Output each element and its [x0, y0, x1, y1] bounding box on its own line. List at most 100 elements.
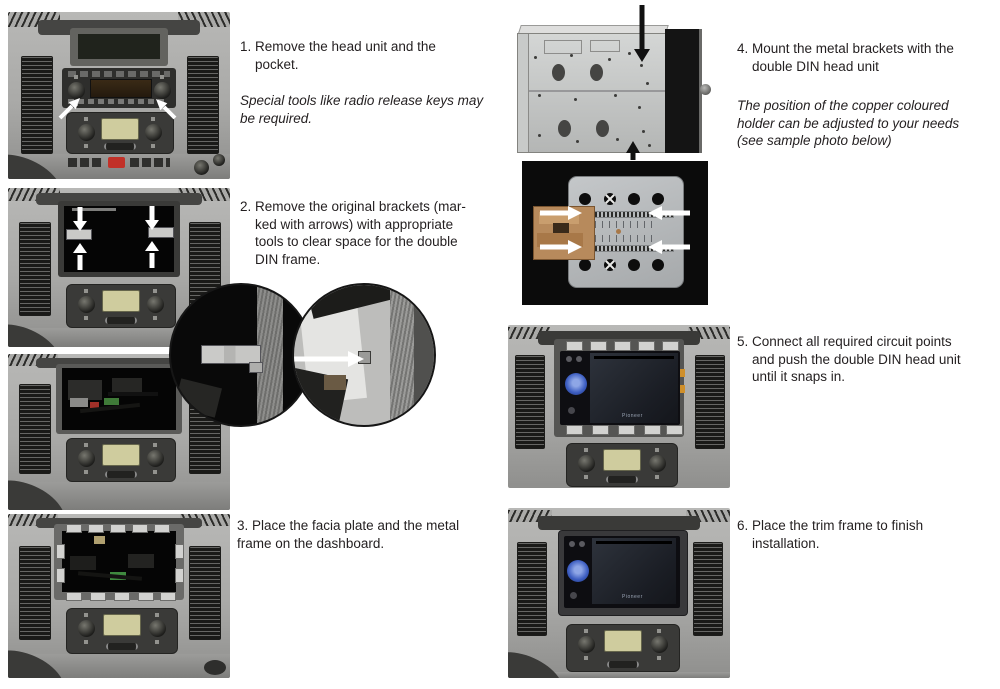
pocket-window	[78, 34, 160, 59]
air-vent	[21, 56, 53, 154]
red-cable	[90, 402, 99, 408]
climate-lcd	[603, 449, 641, 471]
climate-knob	[651, 629, 668, 660]
metal-frame-tab	[618, 425, 635, 435]
climate-lcd	[604, 630, 642, 652]
head-unit-chassis	[517, 33, 667, 153]
step-5-line: until it snaps in.	[752, 369, 846, 384]
screw-slot	[596, 120, 609, 137]
photo-step5-unit-in-frame: Pioneer	[508, 325, 730, 488]
ruler-ticks	[588, 235, 658, 242]
touchscreen	[590, 353, 678, 423]
metal-frame-tab	[666, 425, 683, 435]
step-4-line: double DIN head unit	[752, 58, 879, 74]
photo-step3-cavity	[8, 354, 230, 510]
climate-control-panel	[66, 112, 174, 154]
step-5-text: 5. Connect all required circuit points a…	[737, 333, 961, 386]
step-2-line: DIN frame.	[255, 251, 321, 267]
unit-button	[566, 356, 572, 362]
air-vent	[19, 546, 51, 640]
cable	[108, 392, 158, 396]
original-bracket-right	[148, 227, 174, 238]
dash-knob	[213, 154, 225, 166]
ruler-ticks	[588, 221, 658, 228]
climate-button-strip	[607, 661, 639, 668]
step-2-line: tools to clear space for the double	[255, 234, 458, 249]
inset-circle-clip-seat	[292, 283, 436, 427]
photo-step6-finished: Pioneer	[508, 508, 730, 678]
orange-marker	[680, 385, 685, 393]
metal-frame-tab	[114, 592, 130, 601]
cavity-edge	[72, 208, 116, 211]
note-line: The position of the copper coloured	[737, 98, 949, 113]
climate-control-panel	[66, 438, 176, 482]
screen-brand-label: Pioneer	[622, 594, 643, 600]
air-vent	[693, 542, 723, 636]
step-6-text: 6. Place the trim frame to finish instal…	[737, 517, 923, 552]
volume-knob	[700, 84, 711, 95]
metal-frame-tab	[614, 341, 631, 351]
step-2-line: ked with arrows) with appropriate	[255, 216, 454, 232]
dash-knob	[194, 160, 209, 175]
metal-frame-tab	[638, 341, 655, 351]
white-arrow-right-icon	[540, 206, 582, 220]
metal-frame-tab	[592, 425, 609, 435]
switch-row	[130, 158, 170, 167]
metal-frame-tab	[90, 592, 106, 601]
screw-hole	[579, 193, 591, 205]
climate-control-panel	[566, 624, 680, 672]
arrow-overlay	[540, 206, 690, 254]
photo-facia-frame	[8, 514, 230, 678]
dash-edge-shadow	[414, 285, 434, 425]
metal-frame-tab	[662, 341, 679, 351]
embossed-panel	[590, 40, 620, 52]
climate-knob	[578, 448, 595, 479]
screw-hole	[628, 193, 640, 205]
embossed-panel	[544, 40, 582, 54]
air-vent	[187, 56, 219, 154]
metal-frame-tab	[66, 524, 82, 533]
photo-head-unit	[505, 5, 730, 160]
climate-knob	[78, 289, 95, 320]
climate-knob	[147, 443, 164, 474]
climate-control-panel	[66, 608, 178, 654]
screw-hole-x	[604, 259, 616, 271]
screw-slot	[552, 64, 565, 81]
step-1-line: 1. Remove the head unit and the	[240, 39, 436, 54]
photo-step1-dashboard	[8, 12, 230, 179]
metal-frame-tab	[154, 524, 170, 533]
radio-button-row	[68, 71, 170, 77]
inset-circle-bracket	[169, 283, 313, 427]
cavity-interior-panel	[68, 380, 102, 400]
metal-frame-tab	[175, 568, 184, 583]
white-arrow-up-icon	[145, 241, 159, 268]
step-5-line: 5. Connect all required circuit points	[737, 334, 952, 349]
black-arrow-down-icon	[634, 5, 650, 62]
metal-frame-tab	[56, 568, 65, 583]
disc-slot	[596, 541, 672, 544]
white-arrow-left-icon	[648, 206, 690, 220]
climate-knob	[145, 117, 162, 148]
climate-knob	[578, 629, 595, 660]
climate-lcd	[102, 444, 140, 466]
dash-top-edge	[538, 516, 700, 530]
metal-frame-tab	[138, 592, 154, 601]
metal-frame-tab	[644, 425, 661, 435]
unit-button	[570, 592, 577, 599]
screw-slot	[558, 120, 571, 137]
climate-button-strip	[105, 471, 137, 478]
arrow-overlay	[626, 5, 650, 160]
side-flange	[518, 34, 529, 152]
metal-frame-tab	[590, 341, 607, 351]
metal-frame-tab	[175, 544, 184, 559]
wiring-connector	[70, 398, 88, 407]
climate-lcd	[102, 290, 140, 312]
step-1-note: Special tools like radio release keys ma…	[240, 92, 483, 127]
air-vent	[515, 355, 545, 449]
climate-button-strip	[606, 476, 638, 483]
disc-slot	[594, 356, 674, 359]
climate-lcd	[101, 118, 139, 140]
bracket-clip	[201, 345, 261, 364]
tape-marker	[94, 536, 105, 544]
metal-frame-tab	[66, 592, 82, 601]
